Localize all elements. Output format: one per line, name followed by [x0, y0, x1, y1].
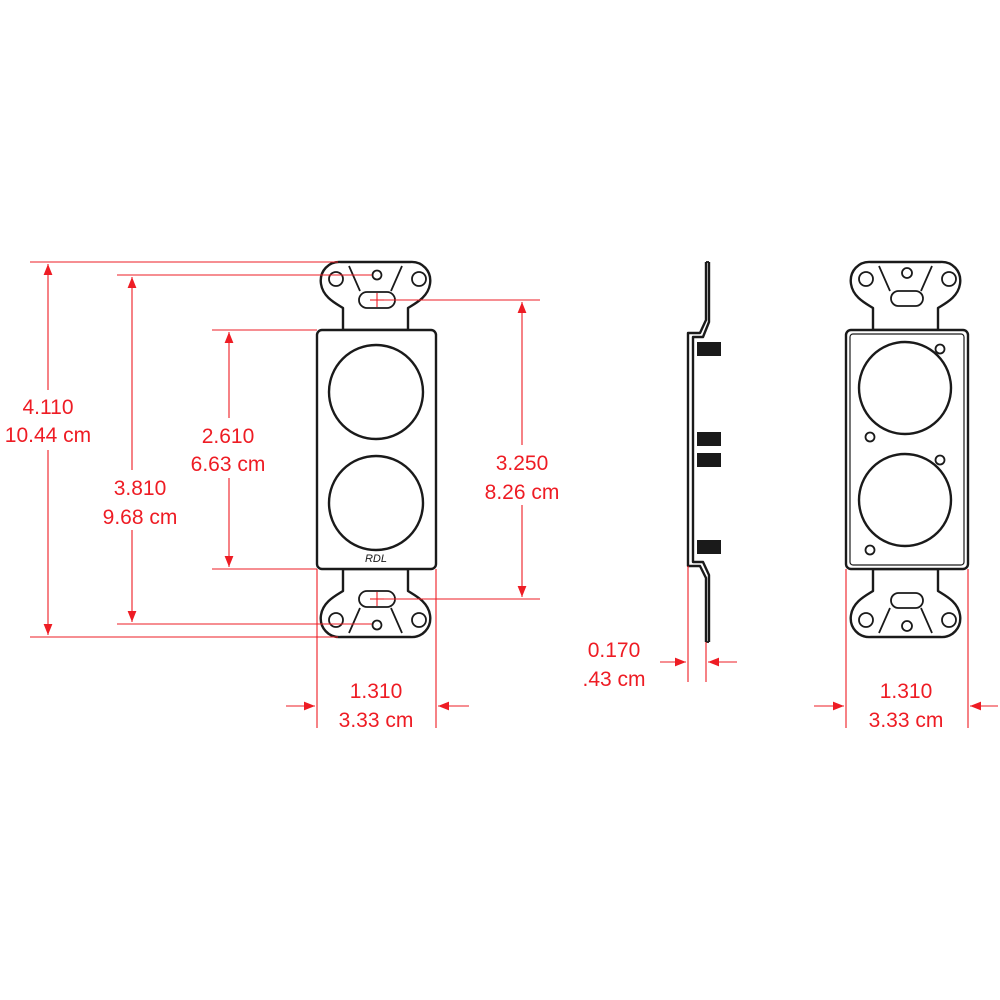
dim-screw-spacing: 3.810 9.68 cm — [95, 274, 372, 625]
connector-hole-top — [327, 343, 425, 441]
dim-screw-spacing-cm: 9.68 cm — [103, 506, 178, 529]
dim-rear-width-cm: 3.33 cm — [869, 709, 944, 732]
dim-front-width-cm: 3.33 cm — [339, 709, 414, 732]
rear-connector-bottom — [857, 452, 953, 548]
dim-front-width: 1.310 3.33 cm — [286, 569, 469, 732]
dim-depth-in: 0.170 — [588, 639, 641, 662]
dim-overall-height: 4.110 10.44 cm — [0, 261, 338, 638]
dim-depth: 0.170 .43 cm — [582, 566, 737, 691]
front-strap-bottom — [319, 567, 432, 639]
rear-mounting-holes — [864, 343, 946, 556]
dim-mount-hole-spacing-cm: 8.26 cm — [485, 481, 560, 504]
dim-face-height-cm: 6.63 cm — [191, 453, 266, 476]
dim-face-height: 2.610 6.63 cm — [185, 329, 317, 570]
dim-mount-hole-spacing-in: 3.250 — [496, 452, 549, 475]
dim-depth-cm: .43 cm — [582, 668, 645, 691]
dim-rear-width: 1.310 3.33 cm — [814, 569, 998, 732]
front-strap-top — [319, 260, 432, 332]
rear-strap-bottom — [849, 567, 962, 639]
rear-strap-top — [849, 260, 962, 332]
side-connector-pins — [697, 342, 721, 554]
front-view: RDL — [315, 260, 438, 639]
dim-rear-width-in: 1.310 — [880, 680, 933, 703]
dim-overall-height-in: 4.110 — [23, 396, 74, 419]
connector-hole-bottom — [327, 454, 425, 552]
dim-mount-hole-spacing: 3.250 8.26 cm — [370, 293, 574, 606]
rear-view — [844, 260, 970, 639]
dim-front-width-in: 1.310 — [350, 680, 403, 703]
dim-screw-spacing-in: 3.810 — [114, 477, 167, 500]
dim-overall-height-cm: 10.44 cm — [5, 424, 91, 447]
dim-face-height-in: 2.610 — [202, 425, 255, 448]
rear-connector-top — [857, 340, 953, 436]
side-view — [686, 261, 721, 643]
brand-label: RDL — [365, 553, 387, 565]
